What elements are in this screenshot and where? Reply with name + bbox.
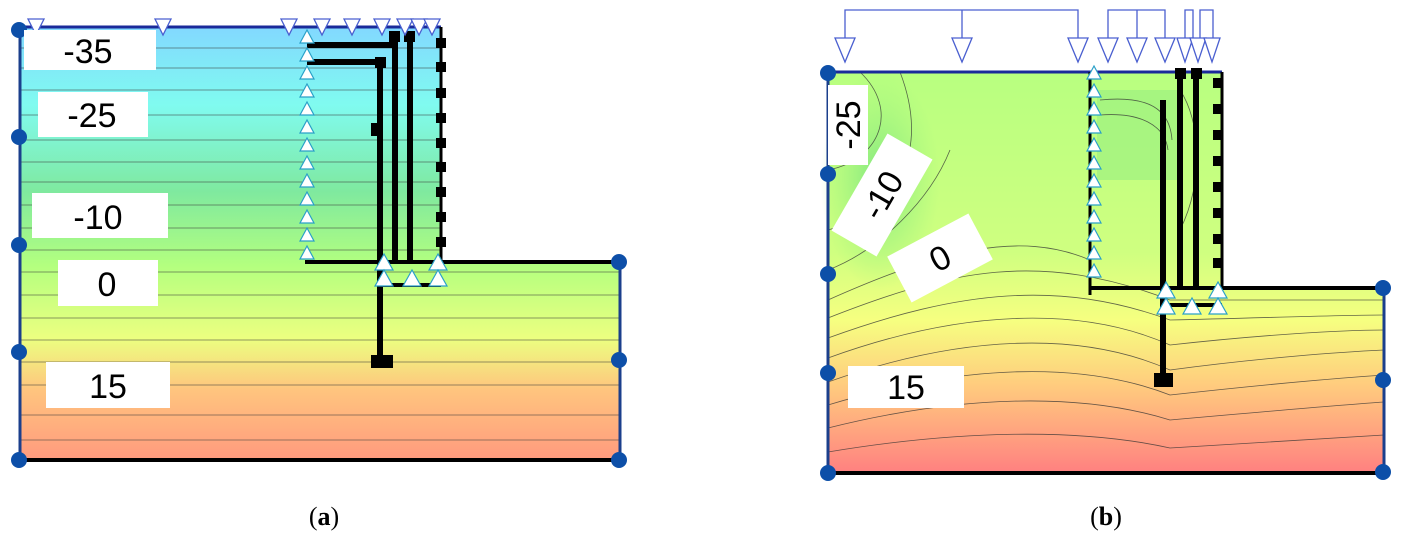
structural-node-icon — [404, 31, 415, 42]
structural-node-icon — [375, 57, 386, 68]
structural-node-icon — [1175, 68, 1186, 79]
contour-label: 0 — [98, 266, 117, 304]
contour-label: 15 — [887, 369, 925, 407]
structural-node-icon — [389, 31, 400, 42]
contour-label: -25 — [830, 100, 868, 149]
panel-a-structural-nodes — [371, 31, 415, 368]
panel-b-contour-labels: -25 -10 0 15 — [828, 85, 993, 408]
panel-b-boundary-nodes — [820, 65, 1391, 481]
panel-a-retaining-structure — [305, 35, 441, 360]
load-arrow-icon — [834, 37, 856, 64]
panel-b-roller-supports — [1085, 64, 1229, 315]
panel-b-structural-nodes — [1154, 68, 1222, 387]
panel-a-domain — [20, 27, 620, 460]
panel-b-load-frame — [844, 9, 1214, 40]
structural-node-icon — [1191, 68, 1202, 79]
contour-label: -10 — [73, 199, 122, 237]
boundary-node-icon — [11, 22, 27, 38]
panel-b-top-loads — [834, 37, 1221, 65]
panel-a-top-loads — [26, 18, 442, 37]
panel-a-roller-supports — [298, 28, 449, 287]
contour-label: -25 — [67, 97, 116, 135]
panel-a: -35 -25 -10 0 15 (a) — [11, 18, 627, 531]
structural-node-icon — [371, 355, 393, 368]
roller-support-icon — [1085, 64, 1103, 80]
panel-a-boundary-nodes — [11, 22, 627, 468]
load-arrow-icon — [26, 18, 46, 37]
panel-a-caption: (a) — [309, 502, 339, 531]
structural-node-icon — [371, 123, 382, 136]
structural-node-icon — [1154, 373, 1173, 387]
boundary-node-icon — [820, 65, 836, 81]
contour-label: 15 — [89, 368, 127, 406]
panel-a-contour-labels: -35 -25 -10 0 15 — [24, 30, 170, 408]
panel-b-caption: (b) — [1090, 502, 1122, 531]
roller-support-icon — [298, 28, 316, 44]
panel-b-domain — [828, 72, 1384, 473]
contour-label: -35 — [63, 33, 112, 71]
panel-a-wall-nodes — [436, 38, 446, 247]
panel-b: -25 -10 0 15 (b) — [820, 9, 1391, 531]
